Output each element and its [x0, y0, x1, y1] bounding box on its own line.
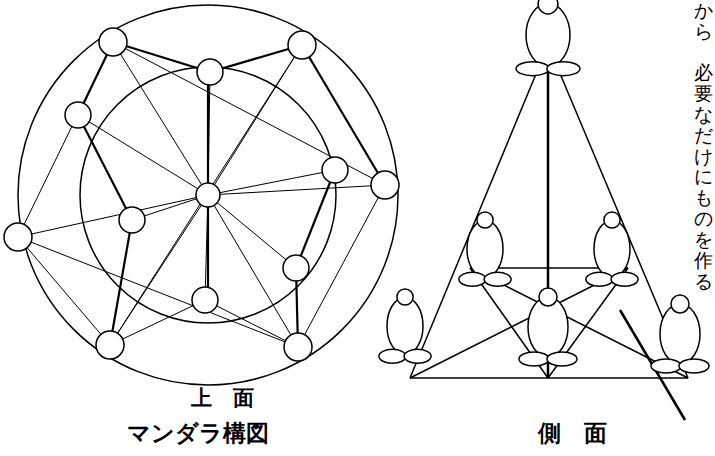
figure-head: [477, 212, 493, 228]
figure-foot: [651, 359, 681, 373]
vertical-note: から: [694, 0, 713, 42]
figure-body: [387, 297, 423, 354]
figure-head: [604, 212, 620, 228]
figure-foot: [547, 62, 580, 76]
figure-body: [594, 220, 630, 277]
figure-group: [379, 0, 709, 373]
figure-foot: [379, 349, 406, 363]
figure-foot: [516, 62, 549, 76]
figure-foot: [547, 352, 577, 366]
top-view: [4, 5, 399, 385]
figure-foot: [519, 352, 549, 366]
figure-head: [397, 289, 413, 305]
view-label: 側 面: [538, 418, 607, 449]
figure-head: [671, 295, 689, 313]
figure-head: [539, 288, 557, 306]
figure-foot: [484, 272, 511, 286]
figure-foot: [459, 272, 486, 286]
diagram-caption: マンダラ構図: [127, 418, 269, 449]
figure-foot: [611, 272, 638, 286]
vertical-note: 必要なだけにものを作る: [694, 62, 713, 292]
figure-head: [538, 0, 558, 14]
figure-body: [467, 220, 503, 277]
figure-foot: [404, 349, 431, 363]
view-label: 上 面: [191, 384, 254, 412]
figure-foot: [679, 359, 709, 373]
side-view: [410, 45, 688, 420]
figure-foot: [586, 272, 613, 286]
